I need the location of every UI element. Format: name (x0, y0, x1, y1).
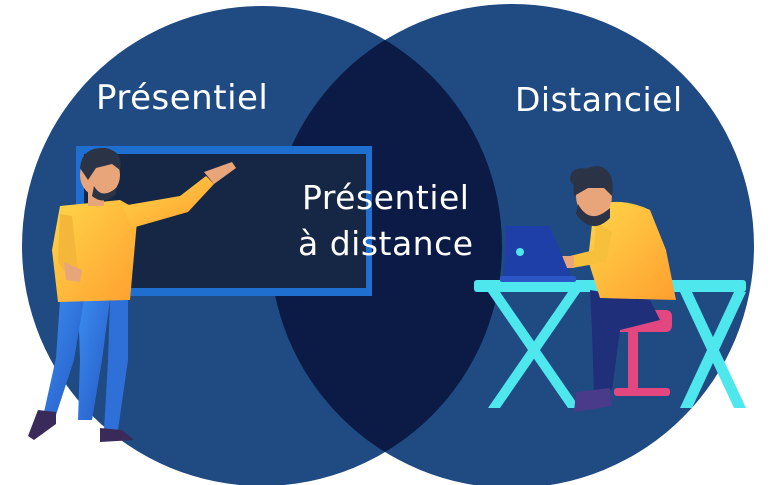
remote-learner-illustration (560, 166, 676, 412)
left-set-label: Présentiel (96, 78, 269, 118)
intersection-area (270, 6, 502, 485)
teacher-illustration (28, 147, 236, 442)
laptop (500, 226, 576, 282)
desk (474, 280, 746, 408)
intersection-label-line2: à distance (298, 224, 474, 263)
intersection-label-line1: Présentiel (302, 178, 470, 217)
right-set-label: Distanciel (515, 80, 683, 119)
